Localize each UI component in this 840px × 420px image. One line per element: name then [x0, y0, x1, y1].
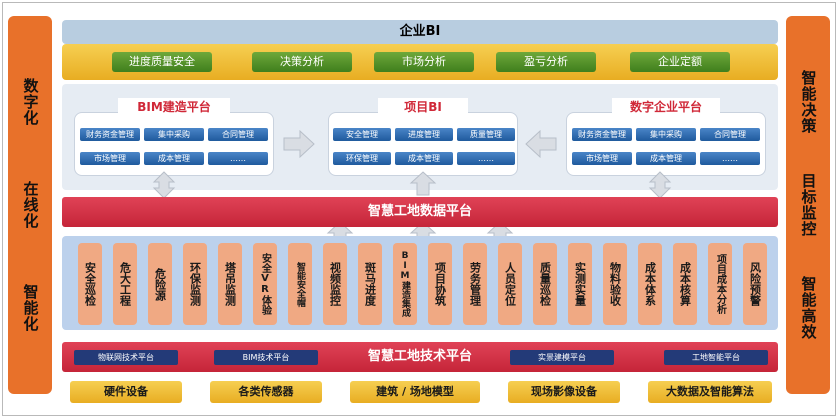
- foundation-item: 现场影像设备: [508, 381, 620, 403]
- project-bi-title: 项目BI: [378, 98, 468, 116]
- bim-chip: 财务资金管理: [80, 128, 140, 141]
- arrow-up-icon: [409, 171, 437, 196]
- diagram-frame: [2, 2, 836, 416]
- tech-item: 实景建模平台: [510, 350, 614, 365]
- bim-platform-title: BIM建造平台: [118, 98, 230, 116]
- module-box: 塔吊监测: [218, 243, 242, 325]
- enterprise-chip: 成本管理: [636, 152, 696, 165]
- left-side-column: 数字化 在线化 智能化: [8, 16, 52, 394]
- module-box: 人员定位: [498, 243, 522, 325]
- module-box: 视频监控: [323, 243, 347, 325]
- double-arrow-icon: [152, 171, 176, 199]
- module-box: 环保监测: [183, 243, 207, 325]
- data-platform-bar: 智慧工地数据平台: [62, 197, 778, 227]
- module-box: 智能安全帽: [288, 243, 312, 325]
- bi-item: 进度质量安全: [112, 52, 212, 72]
- enterprise-bi-title: 企业BI: [62, 20, 778, 44]
- side-left-label: 在线化: [21, 180, 40, 229]
- tech-platform-bar: 智慧工地技术平台: [62, 342, 778, 372]
- foundation-item: 大数据及智能算法: [648, 381, 772, 403]
- enterprise-chip: 市场管理: [572, 152, 632, 165]
- bim-chip: 市场管理: [80, 152, 140, 165]
- module-box: 危大工程: [113, 243, 137, 325]
- foundation-item: 建筑 / 场地模型: [350, 381, 480, 403]
- module-box: 危险源: [148, 243, 172, 325]
- project-chip: ……: [457, 152, 515, 165]
- enterprise-chip: ……: [700, 152, 760, 165]
- project-chip: 环保管理: [333, 152, 391, 165]
- right-side-column: 智能决策 目标监控 智能高效: [786, 16, 830, 394]
- side-left-label: 数字化: [21, 77, 40, 126]
- project-chip: 质量管理: [457, 128, 515, 141]
- module-box: BIM建造集成: [393, 243, 417, 325]
- module-box: 斑马进度: [358, 243, 382, 325]
- bi-item: 市场分析: [374, 52, 474, 72]
- bim-chip: ……: [208, 152, 268, 165]
- arrow-left-icon: [525, 129, 557, 159]
- project-chip: 安全管理: [333, 128, 391, 141]
- tech-item: 物联网技术平台: [74, 350, 178, 365]
- bim-chip: 成本管理: [144, 152, 204, 165]
- module-box: 项目成本分析: [708, 243, 732, 325]
- bim-chip: 集中采购: [144, 128, 204, 141]
- module-box: 安全VR体验: [253, 243, 277, 325]
- enterprise-platform-title: 数字企业平台: [612, 98, 720, 116]
- enterprise-platform-box: [566, 112, 766, 176]
- bim-chip: 合同管理: [208, 128, 268, 141]
- foundation-item: 硬件设备: [70, 381, 182, 403]
- bi-item: 企业定额: [630, 52, 730, 72]
- module-box: 安全巡检: [78, 243, 102, 325]
- project-chip: 成本管理: [395, 152, 453, 165]
- module-box: 成本体系: [638, 243, 662, 325]
- bi-item: 盈亏分析: [496, 52, 596, 72]
- tech-item: BIM技术平台: [214, 350, 318, 365]
- foundation-item: 各类传感器: [210, 381, 322, 403]
- enterprise-chip: 合同管理: [700, 128, 760, 141]
- enterprise-chip: 财务资金管理: [572, 128, 632, 141]
- module-box: 实测实量: [568, 243, 592, 325]
- double-arrow-icon: [648, 171, 672, 199]
- side-right-label: 目标监控: [799, 172, 818, 237]
- module-box: 质量巡检: [533, 243, 557, 325]
- tech-item: 工地智能平台: [664, 350, 768, 365]
- enterprise-chip: 集中采购: [636, 128, 696, 141]
- side-left-label: 智能化: [21, 284, 40, 333]
- module-box: 劳务管理: [463, 243, 487, 325]
- module-box: 项目协筑: [428, 243, 452, 325]
- module-box: 成本核算: [673, 243, 697, 325]
- arrow-right-icon: [283, 129, 315, 159]
- side-right-label: 智能高效: [799, 276, 818, 341]
- bi-item: 决策分析: [252, 52, 352, 72]
- module-box: 物料验收: [603, 243, 627, 325]
- module-box: 风险预警: [743, 243, 767, 325]
- project-chip: 进度管理: [395, 128, 453, 141]
- bim-platform-box: [74, 112, 274, 176]
- side-right-label: 智能决策: [799, 69, 818, 134]
